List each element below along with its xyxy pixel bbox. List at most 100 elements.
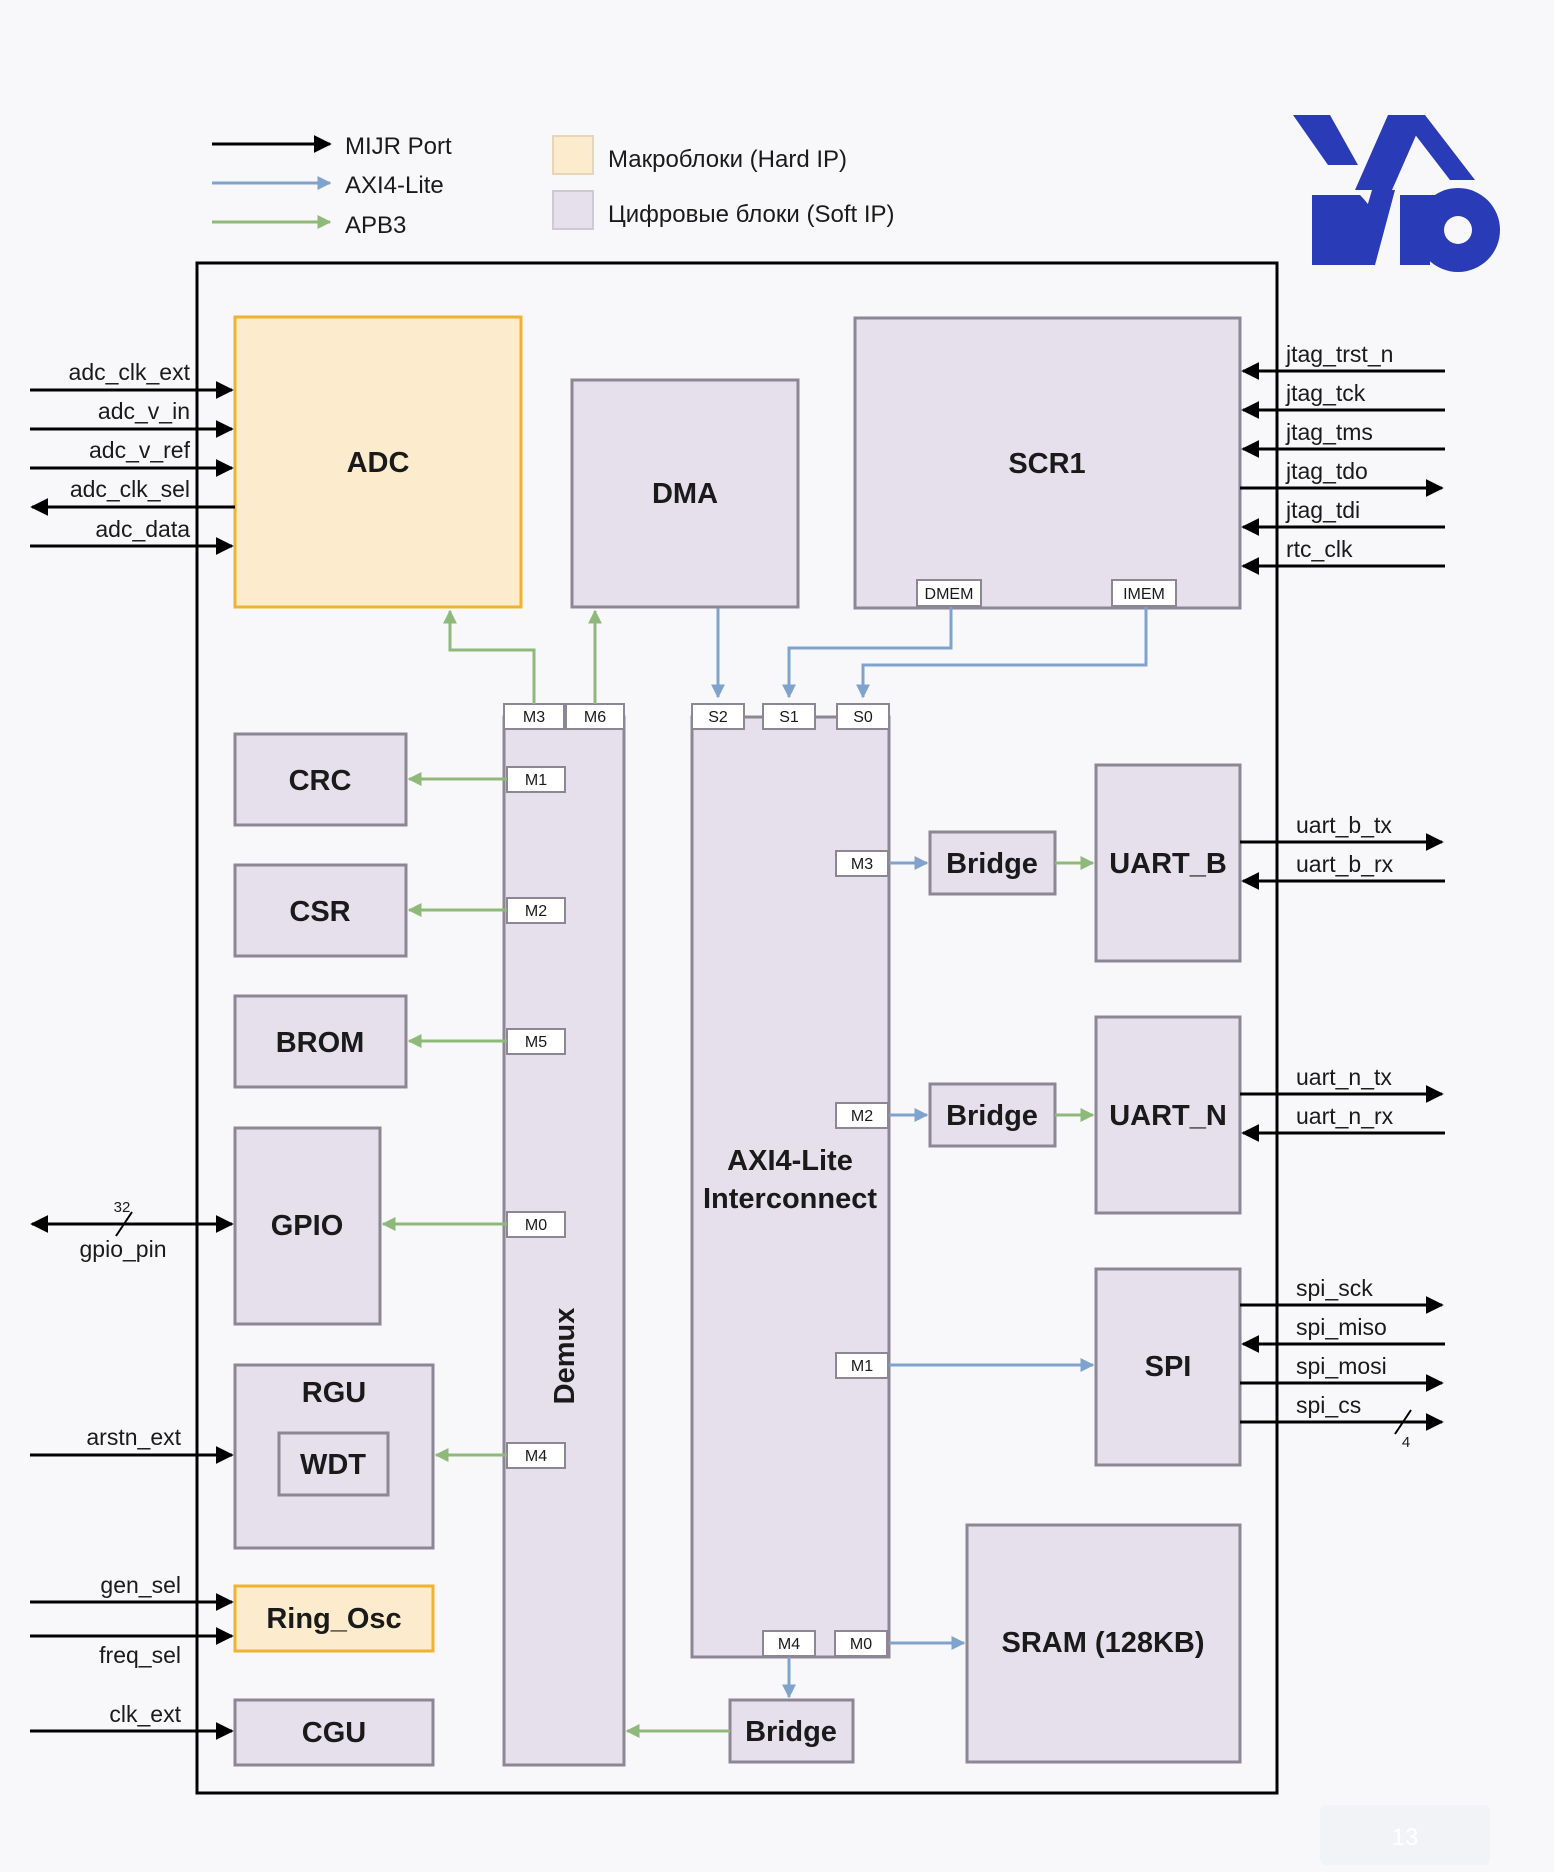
jtag-trst-n-label: jtag_trst_n — [1285, 341, 1393, 367]
demux-port-m6[interactable] — [565, 703, 625, 730]
wdt-block[interactable] — [277, 1431, 390, 1497]
demux-port-m3[interactable] — [503, 703, 565, 730]
csr-block[interactable] — [233, 863, 408, 958]
spi-cs-bus-slash — [1394, 1409, 1412, 1435]
ring-osc-label: Ring_Osc — [266, 1603, 401, 1635]
jtag-tms-label: jtag_tms — [1285, 419, 1373, 445]
sram-block[interactable] — [965, 1523, 1242, 1764]
spi-label: SPI — [1145, 1351, 1192, 1383]
scr1-dmem-port[interactable] — [916, 579, 982, 607]
demux-port-m4-label: M4 — [525, 1448, 547, 1465]
spi-cs-label: spi_cs — [1296, 1392, 1361, 1418]
ic-port-s2-label: S2 — [708, 709, 728, 726]
scr1-block[interactable] — [853, 316, 1242, 610]
demux-port-m0[interactable] — [506, 1211, 566, 1238]
adc-v-in-label: adc_v_in — [98, 398, 190, 424]
uart-b-label: UART_B — [1109, 848, 1227, 880]
ic-port-s1[interactable] — [762, 703, 816, 730]
gpio-bus-slash — [115, 1211, 133, 1237]
gpio-block[interactable] — [233, 1126, 382, 1326]
crc-label: CRC — [289, 765, 352, 797]
ic-port-s0[interactable] — [836, 703, 890, 730]
right-signals: jtag_trst_n jtag_tck jtag_tms jtag_tdo j… — [1240, 341, 1445, 1451]
legend-mijr-label: MIJR Port — [345, 133, 452, 160]
sram-label: SRAM (128KB) — [1001, 1627, 1204, 1659]
ic-port-s1-label: S1 — [779, 709, 799, 726]
axi-interconnect-label-line1: AXI4-Lite — [727, 1145, 853, 1177]
arstn-ext-label: arstn_ext — [86, 1424, 181, 1450]
spi-mosi-label: spi_mosi — [1296, 1353, 1387, 1379]
scr1-imem-port[interactable] — [1111, 579, 1177, 607]
ic-port-m0[interactable] — [834, 1630, 888, 1657]
gpio-bus-width: 32 — [114, 1199, 131, 1216]
clk-ext-label: clk_ext — [109, 1701, 181, 1727]
brom-label: BROM — [276, 1027, 365, 1059]
adc-v-ref-label: adc_v_ref — [89, 437, 191, 463]
dma-label: DMA — [652, 478, 718, 510]
legend: MIJR Port AXI4-Lite APB3 Макроблоки (Har… — [212, 133, 895, 239]
imem-to-ic-s0 — [856, 607, 1148, 699]
cgu-block[interactable] — [233, 1698, 435, 1767]
legend-soft-label: Цифровые блоки (Soft IP) — [608, 201, 895, 228]
dma-block[interactable] — [570, 378, 800, 609]
crc-block[interactable] — [233, 732, 408, 827]
legend-soft-swatch — [552, 190, 594, 230]
spi-cs-bus-width: 4 — [1402, 1434, 1410, 1451]
scr1-dmem-label: DMEM — [925, 586, 974, 603]
adc-clk-sel-label: adc_clk_sel — [70, 476, 190, 502]
scr1-imem-label: IMEM — [1123, 586, 1165, 603]
cgu-label: CGU — [302, 1717, 366, 1749]
uart-n-tx-label: uart_n_tx — [1296, 1064, 1392, 1090]
jtag-tdo-label: jtag_tdo — [1285, 458, 1368, 484]
demux-port-m2-label: M2 — [525, 903, 547, 920]
demux-port-m2[interactable] — [506, 897, 566, 924]
uart-n-block[interactable] — [1094, 1015, 1242, 1215]
csr-label: CSR — [289, 896, 350, 928]
rgu-label: RGU — [302, 1377, 366, 1409]
ic-port-m2[interactable] — [835, 1102, 889, 1129]
ic-port-m1-label: M1 — [851, 1358, 873, 1375]
bridge-uart-b-label: Bridge — [946, 848, 1038, 880]
spi-block[interactable] — [1094, 1267, 1242, 1467]
ic-port-m2-label: M2 — [851, 1108, 873, 1125]
page-number-badge — [1320, 1805, 1490, 1865]
gpio-label: GPIO — [271, 1210, 344, 1242]
ic-port-m3[interactable] — [835, 850, 889, 877]
demux-port-m0-label: M0 — [525, 1217, 547, 1234]
page-number: 13 — [1392, 1824, 1419, 1851]
wdt-label: WDT — [300, 1449, 366, 1481]
uart-n-label: UART_N — [1109, 1100, 1227, 1132]
demux-port-m1[interactable] — [506, 766, 566, 793]
bridge-uart-n-block[interactable] — [928, 1082, 1057, 1148]
ring-osc-block[interactable] — [233, 1584, 435, 1653]
demux-port-m5-label: M5 — [525, 1034, 547, 1051]
freq-sel-label: freq_sel — [99, 1642, 181, 1668]
rtc-clk-label: rtc_clk — [1286, 536, 1353, 562]
adc-label: ADC — [347, 447, 410, 479]
bridge-bottom-label: Bridge — [745, 1716, 837, 1748]
demux-port-m4[interactable] — [506, 1442, 566, 1469]
legend-hard-label: Макроблоки (Hard IP) — [608, 146, 847, 173]
jtag-tck-label: jtag_tck — [1285, 380, 1366, 406]
adc-clk-ext-label: adc_clk_ext — [69, 359, 191, 385]
bridge-bottom-block[interactable] — [728, 1698, 855, 1764]
demux-port-m1-label: M1 — [525, 772, 547, 789]
demux-block[interactable] — [502, 715, 626, 1767]
uart-b-tx-label: uart_b_tx — [1296, 812, 1392, 838]
ic-port-m4[interactable] — [762, 1630, 816, 1657]
ic-port-s2[interactable] — [691, 703, 745, 730]
legend-hard-swatch — [552, 135, 594, 175]
adc-block[interactable] — [233, 315, 523, 609]
ic-port-m1[interactable] — [835, 1352, 889, 1379]
spi-miso-label: spi_miso — [1296, 1314, 1387, 1340]
gpio-pin-label: gpio_pin — [80, 1236, 167, 1262]
spi-sck-label: spi_sck — [1296, 1275, 1373, 1301]
uart-b-block[interactable] — [1094, 763, 1242, 963]
axi-interconnect-label-line2: Interconnect — [703, 1183, 877, 1215]
demux-port-m3-label: M3 — [523, 709, 545, 726]
brom-block[interactable] — [233, 994, 408, 1089]
bridge-uart-n-label: Bridge — [946, 1100, 1038, 1132]
left-signals: adc_clk_ext adc_v_in adc_v_ref adc_clk_s… — [30, 359, 235, 1740]
scr1-label: SCR1 — [1008, 448, 1085, 480]
demux-label: Demux — [549, 1308, 581, 1405]
